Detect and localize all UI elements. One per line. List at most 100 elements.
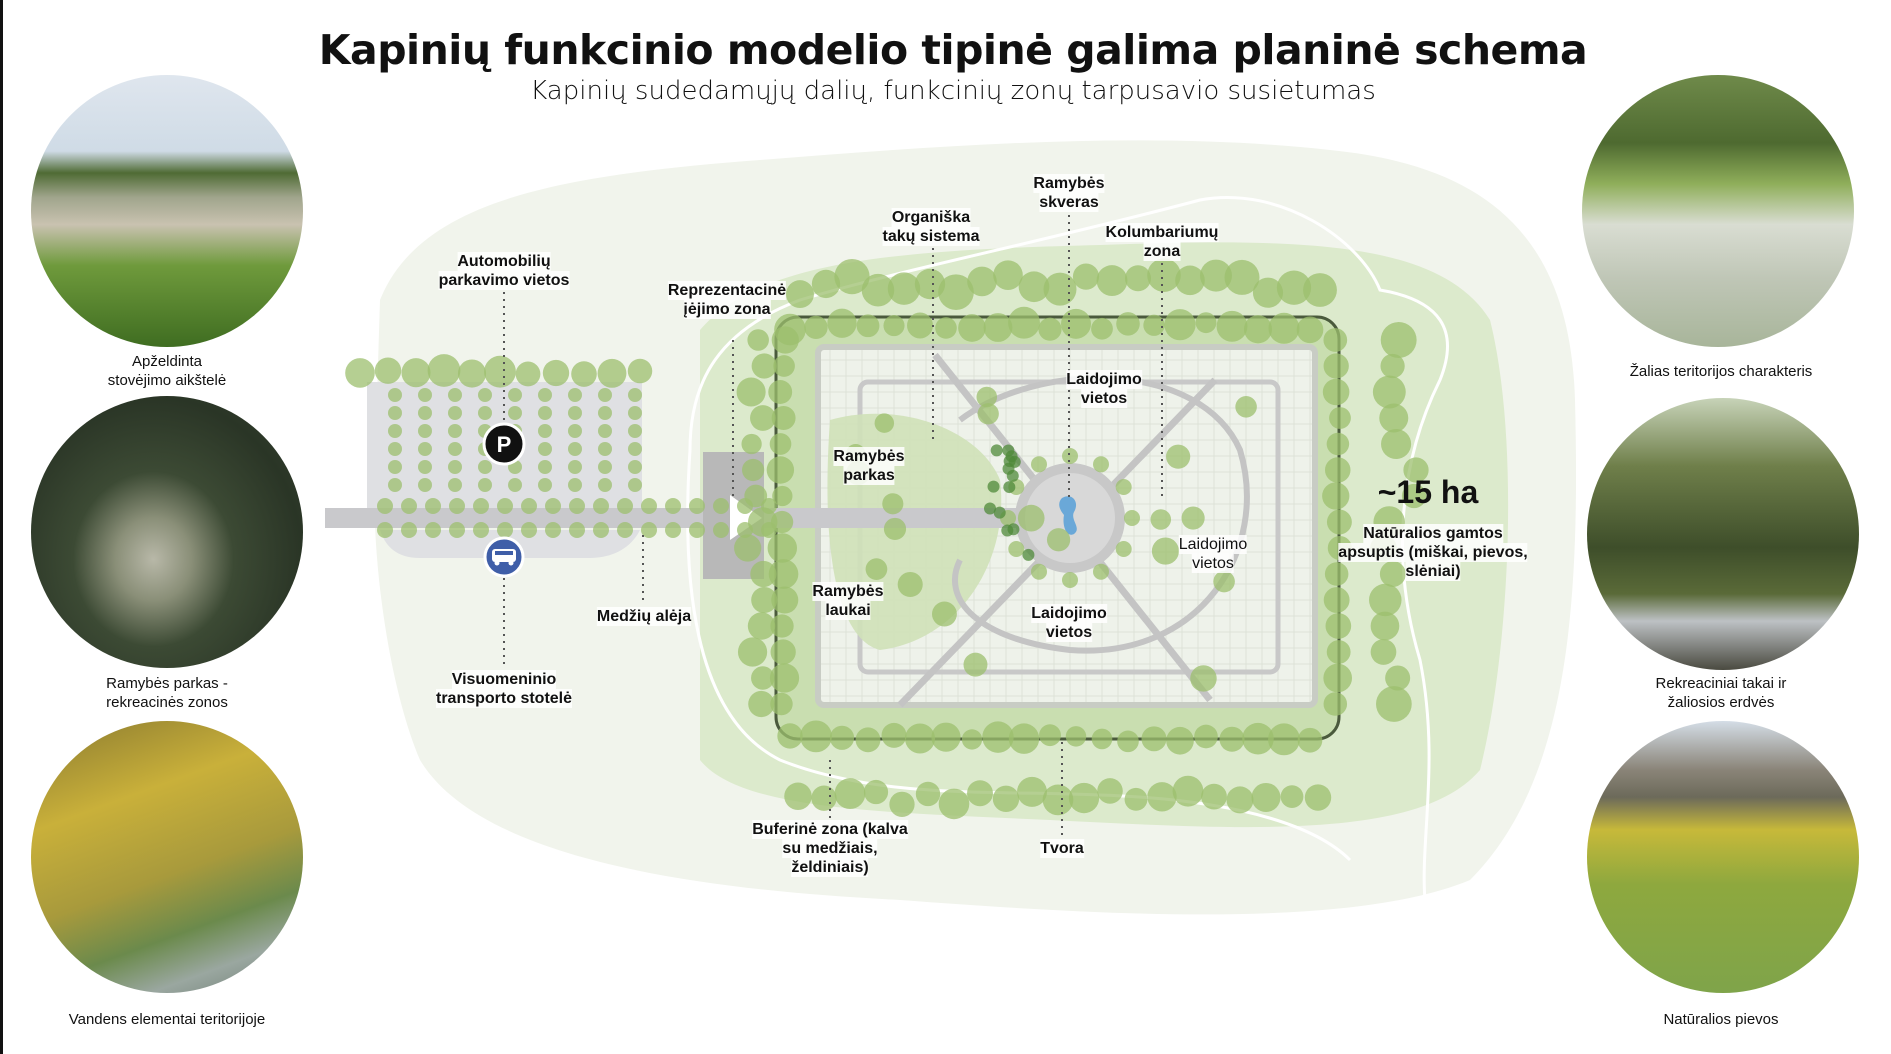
tree	[545, 522, 561, 538]
tree	[478, 388, 492, 402]
tree	[1243, 315, 1273, 344]
label-line: Reprezentacinė	[667, 281, 787, 300]
tree	[497, 522, 513, 538]
tree	[1296, 316, 1324, 344]
tree	[1093, 563, 1109, 580]
label-fence: Tvora	[1040, 839, 1084, 858]
label-line: Medžių alėja	[596, 607, 692, 626]
tree	[508, 478, 522, 492]
tree	[388, 406, 402, 420]
tree	[1147, 782, 1177, 812]
label-line: įėjimo zona	[683, 300, 771, 319]
tree	[1008, 541, 1025, 557]
caption-line: Rekreaciniai takai ir	[1655, 675, 1787, 692]
tree	[935, 317, 957, 339]
tree	[568, 442, 582, 456]
tree	[568, 460, 582, 474]
tree	[628, 388, 642, 402]
tree	[377, 522, 393, 538]
label-line: Ramybės	[833, 447, 905, 466]
tree	[617, 522, 633, 538]
tree	[538, 388, 552, 402]
label-line: vietos	[1192, 554, 1234, 573]
tree	[1062, 572, 1078, 588]
tree	[1124, 787, 1148, 811]
tree	[538, 406, 552, 420]
tree	[786, 280, 814, 309]
tree	[401, 498, 417, 514]
tree	[1235, 396, 1257, 418]
tree	[388, 460, 402, 474]
tree	[1181, 506, 1205, 530]
tree	[593, 522, 609, 538]
tree	[1190, 665, 1217, 692]
tree	[769, 663, 800, 693]
tree	[1280, 785, 1304, 808]
label-line: Ramybės	[812, 582, 884, 601]
tree	[484, 355, 516, 388]
tree	[508, 406, 522, 420]
tree	[641, 522, 657, 538]
label-line: Ramybės	[1033, 174, 1105, 193]
tree	[521, 522, 537, 538]
page-subtitle: Kapinių sudedamųjų dalių, funkcinių zonų…	[530, 76, 1376, 106]
tree	[1303, 273, 1337, 307]
tree	[713, 498, 729, 514]
label-line: parkavimo vietos	[438, 271, 570, 290]
tree	[515, 361, 541, 387]
tree	[883, 315, 905, 337]
caption-line: Natūralios pievos	[1663, 1011, 1779, 1028]
tree	[874, 413, 895, 433]
label-line: Visuomeninio	[451, 670, 557, 689]
trees	[345, 258, 1429, 820]
tree	[1213, 570, 1235, 593]
tree	[1329, 407, 1351, 429]
tree	[1038, 317, 1062, 341]
tree	[1017, 504, 1045, 532]
tree	[665, 522, 681, 538]
tree	[1403, 457, 1429, 483]
tree	[1224, 259, 1260, 295]
parking-icon: P	[482, 422, 526, 466]
tree	[521, 498, 537, 514]
tree	[1379, 561, 1406, 587]
tree	[1304, 784, 1332, 811]
tree	[915, 781, 941, 807]
tree	[811, 785, 837, 811]
tree	[748, 690, 775, 718]
tree	[1326, 640, 1351, 664]
tree	[938, 788, 970, 820]
tree	[542, 359, 570, 387]
photo-green-character	[1582, 75, 1854, 347]
tree	[401, 522, 417, 538]
photo-natural-meadows	[1587, 721, 1859, 993]
tree	[771, 586, 799, 614]
tree	[1006, 469, 1019, 482]
tree	[1323, 353, 1349, 379]
tree	[1242, 722, 1274, 755]
tree	[856, 314, 880, 338]
label-line: želdiniais)	[791, 858, 869, 877]
tree	[425, 498, 441, 514]
label-line: vietos	[1080, 389, 1128, 408]
tree	[713, 522, 729, 538]
tree	[770, 510, 794, 534]
tree	[747, 507, 778, 537]
tree	[827, 308, 857, 338]
tree	[961, 729, 983, 750]
tree	[508, 388, 522, 402]
tree	[992, 785, 1020, 812]
tree	[1097, 778, 1123, 804]
tree	[689, 498, 705, 514]
tree	[598, 388, 612, 402]
tree	[418, 406, 432, 420]
label-line: Automobilių	[457, 252, 551, 271]
tree	[448, 442, 462, 456]
tree	[617, 498, 633, 514]
tree	[881, 722, 907, 748]
tree	[418, 460, 432, 474]
tree	[1147, 258, 1181, 292]
